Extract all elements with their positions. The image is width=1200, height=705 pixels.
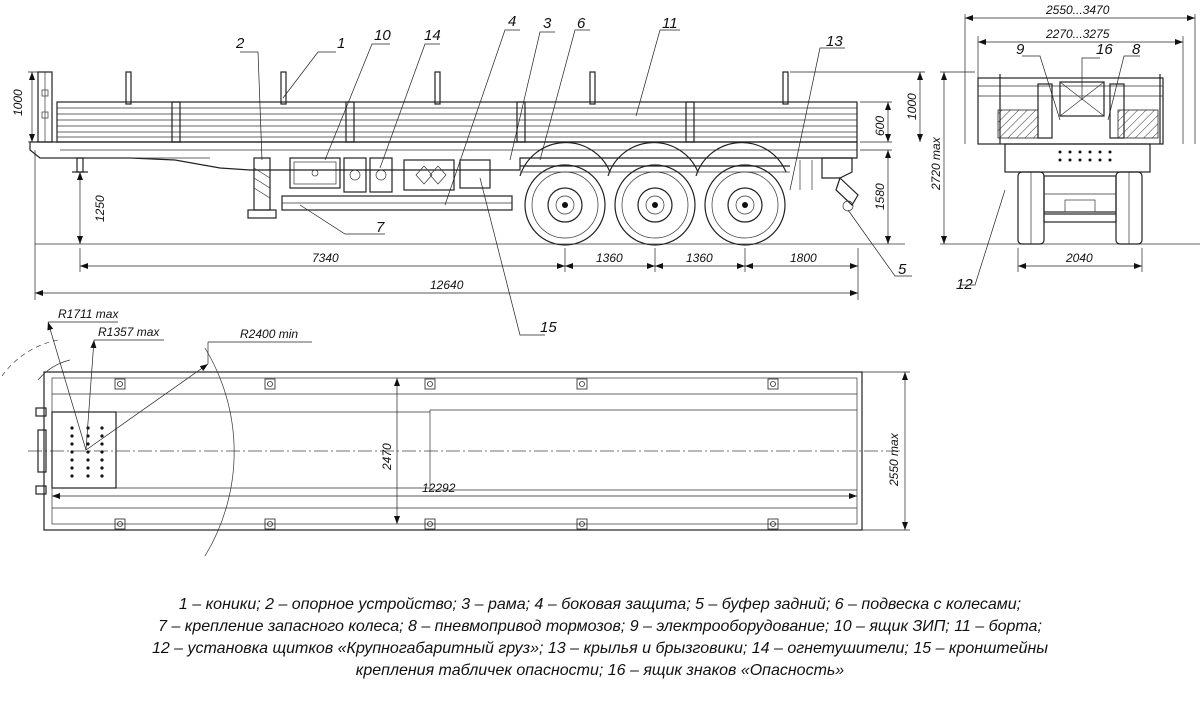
dim-kingpin-height: 1250	[93, 195, 107, 222]
callout-3: 3	[543, 15, 552, 32]
rear-frame-plate	[1004, 143, 1151, 173]
dim-axle-spacing-2: 1360	[686, 251, 713, 265]
callout-9: 9	[1016, 41, 1025, 58]
callout-6: 6	[577, 15, 586, 32]
legend-line-3: 12 – установка щитков «Крупногабаритный …	[152, 640, 1048, 657]
dim-track-width: 2040	[1065, 251, 1093, 265]
rear-view-leaders	[960, 55, 1140, 286]
stake-pockets	[114, 378, 779, 530]
callout-15: 15	[540, 319, 557, 336]
callout-16: 16	[1096, 41, 1113, 58]
kingpin	[72, 157, 88, 173]
rear-bumper	[799, 157, 859, 212]
dim-side-height-right: 1000	[905, 93, 919, 120]
callout-14: 14	[424, 27, 441, 44]
wheels	[524, 164, 786, 246]
callout-10: 10	[374, 27, 391, 44]
callout-2: 2	[235, 35, 245, 52]
dim-width-range-2: 2270...3275	[1045, 27, 1110, 41]
plate-holes	[1058, 150, 1112, 162]
rear-view-dimensions	[940, 14, 1196, 272]
dim-overall-length: 12640	[430, 278, 464, 292]
callout-7: 7	[376, 219, 385, 236]
top-view	[1, 321, 910, 557]
dim-overall-height: 2720 max	[929, 136, 943, 191]
side-boards	[56, 101, 858, 143]
callout-8: 8	[1132, 41, 1141, 58]
dim-overall-width: 2550 max	[887, 432, 901, 487]
dim-axle-spacing-1: 1360	[596, 251, 623, 265]
dim-board-height: 600	[873, 116, 887, 136]
dim-deck-length: 12292	[422, 481, 456, 495]
frame	[29, 141, 858, 171]
callout-13: 13	[826, 33, 843, 50]
right-hatched-section	[1117, 109, 1159, 139]
front-wall	[37, 71, 53, 143]
dim-turn-radius-1: R1711 max	[58, 307, 119, 321]
dim-width-range-1: 2550...3470	[1045, 3, 1110, 17]
rear-view-bumper	[1043, 213, 1117, 223]
dim-side-height-left: 1000	[11, 89, 25, 116]
callout-5: 5	[898, 261, 907, 278]
callout-4: 4	[508, 13, 516, 30]
dim-rear-overhang: 1800	[790, 251, 817, 265]
stakes	[125, 71, 789, 105]
legend-line-4: крепления табличек опасности; 16 – ящик …	[356, 662, 845, 679]
legend: 1 – коники; 2 – опорное устройство; 3 – …	[152, 596, 1048, 679]
left-hatched-section	[997, 109, 1039, 139]
spare-wheel-carrier	[281, 195, 513, 211]
callout-labels: 1 2 3 4 5 6 7 8 9 10 11 12 13 14 15 16	[235, 13, 1141, 336]
callout-1: 1	[337, 35, 345, 52]
turning-arcs	[1, 321, 312, 557]
side-view-dimensions	[28, 71, 925, 300]
kingpin-plate-holes	[70, 426, 104, 478]
dimension-labels: 1000 600 1000 1580 1250 7340 1360 1360 1…	[11, 3, 1110, 495]
side-view	[28, 29, 925, 336]
extinguishers	[343, 157, 393, 193]
callout-11: 11	[662, 15, 678, 32]
deck-outline	[43, 371, 863, 531]
callout-12: 12	[956, 276, 973, 293]
dim-turn-radius-3: R2400 min	[240, 327, 298, 341]
fenders	[519, 141, 787, 177]
dim-turn-radius-2: R1357 max	[98, 325, 160, 339]
hazard-sign-bracket	[403, 159, 491, 191]
kingpin-plate	[51, 411, 117, 489]
landing-gear	[247, 157, 277, 219]
tool-box	[289, 157, 341, 189]
dim-kingpin-to-axle: 7340	[312, 251, 339, 265]
dim-deck-height: 1580	[873, 183, 887, 210]
rear-view	[940, 14, 1200, 286]
legend-line-1: 1 – коники; 2 – опорное устройство; 3 – …	[179, 596, 1021, 613]
top-view-dimensions	[52, 371, 910, 531]
side-view-leaders	[240, 29, 912, 336]
legend-line-2: 7 – крепление запасного колеса; 8 – пнев…	[158, 618, 1042, 635]
dim-inner-width: 2470	[380, 443, 394, 471]
